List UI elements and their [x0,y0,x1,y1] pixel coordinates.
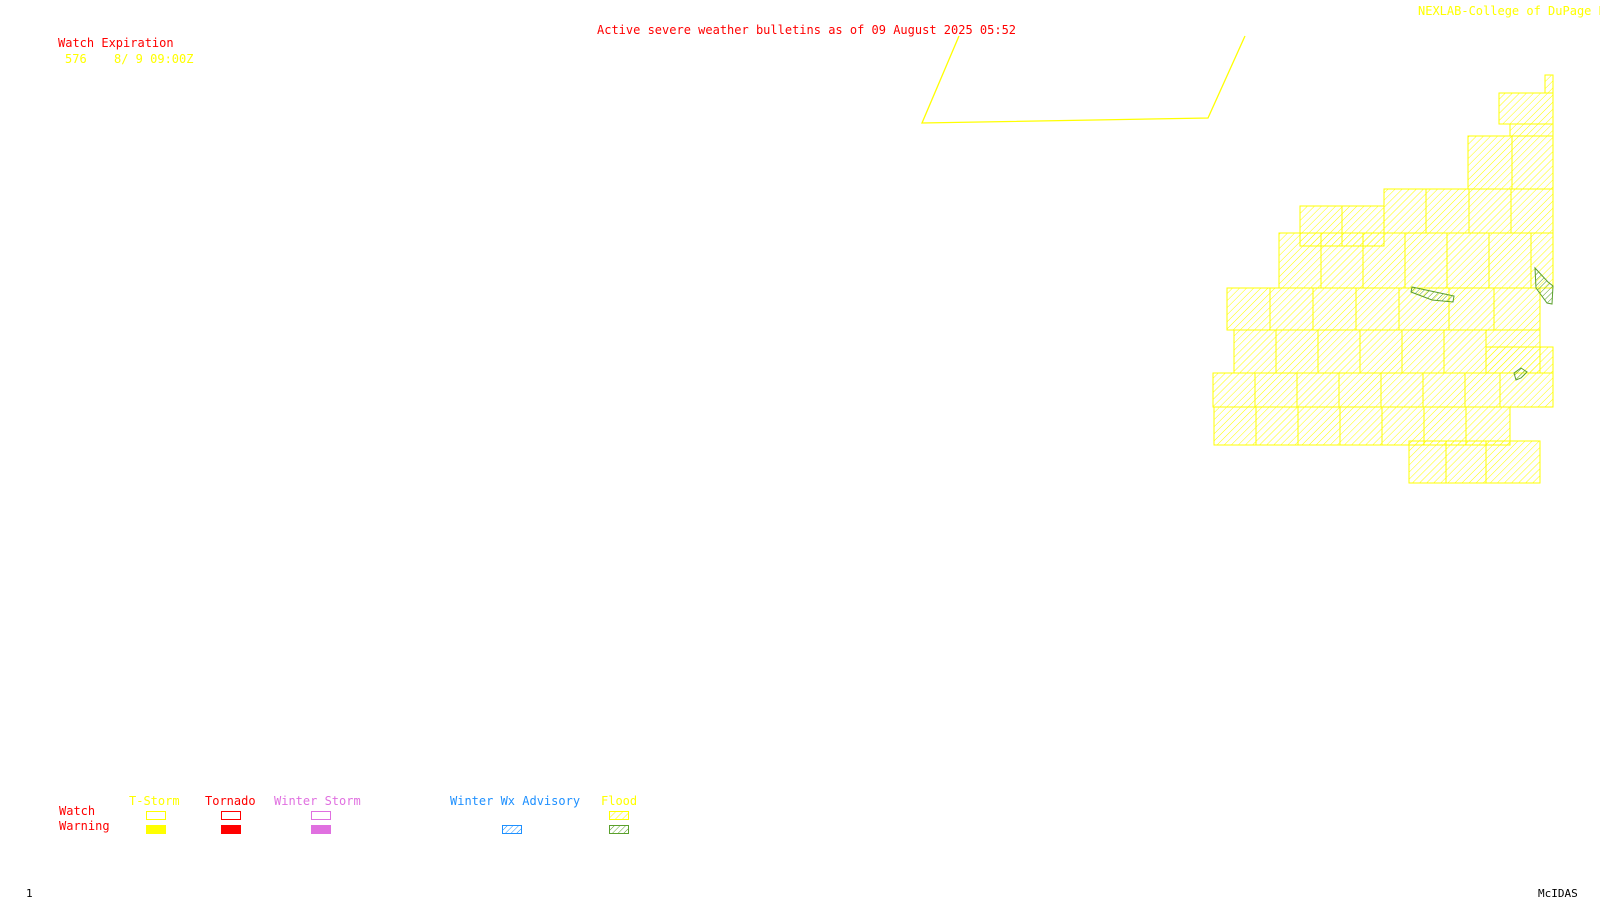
county-polygon [1511,135,1554,190]
county-polygon [1544,74,1554,94]
county-polygon [1467,135,1513,190]
county-polygon [1446,232,1490,289]
county-polygon [1312,287,1357,331]
flood-watch-area [1212,74,1554,484]
county-polygon [1338,372,1382,408]
frame-number: 1 [26,887,33,900]
county-polygon [1383,188,1427,234]
county-polygon [1213,406,1257,446]
legend-flood-watch-swatch [609,811,629,820]
legend-tstorm-label: T-Storm [129,794,180,808]
credit-label: NEXLAB-College of DuPage R [1418,4,1600,18]
legend-tstorm-warning-swatch [146,825,166,834]
legend-winter-storm-watch-swatch [311,811,331,820]
watch-576-outline [921,35,1246,124]
county-polygon [1485,440,1541,484]
county-polygon [1212,372,1256,408]
county-polygon [1297,406,1341,446]
county-polygon [1278,232,1322,289]
county-polygon [1359,329,1403,374]
county-polygon [1233,329,1277,374]
county-polygon [1468,188,1512,234]
legend-tornado-label: Tornado [205,794,256,808]
county-polygon [1339,406,1383,446]
county-polygon [1443,329,1487,374]
legend-tornado-warning-swatch [221,825,241,834]
county-polygon [1408,440,1447,484]
county-polygon [1493,287,1541,331]
county-polygon [1355,287,1400,331]
county-polygon [1498,92,1554,125]
county-polygon [1423,406,1467,446]
county-polygon [1254,372,1298,408]
legend-tornado-watch-swatch [221,811,241,820]
watch-number: 576 [65,52,87,66]
county-polygon [1404,232,1448,289]
county-polygon [1488,232,1532,289]
county-polygon [1425,188,1470,234]
county-polygon [1499,372,1554,408]
flood-warning-polygon [1534,266,1554,305]
legend-winter-advisory-label: Winter Wx Advisory [450,794,581,808]
county-polygon [1226,287,1271,331]
legend-winter-storm-label: Winter Storm [274,794,361,808]
county-polygon [1275,329,1319,374]
county-polygon [1422,372,1466,408]
county-polygon [1362,232,1406,289]
county-polygon [1381,406,1425,446]
county-polygon [1296,372,1340,408]
county-polygon [1464,372,1501,408]
county-polygon [1255,406,1299,446]
legend-flood-warning-swatch [609,825,629,834]
legend-watch-label: Watch [59,804,96,818]
county-polygon [1317,329,1361,374]
county-polygon [1401,329,1445,374]
legend-tstorm-watch-swatch [146,811,166,820]
watch-expiration-heading: Watch Expiration [58,36,174,50]
legend-warning-label: Warning [59,819,110,833]
county-polygon [1465,406,1511,446]
county-polygon [1269,287,1314,331]
county-polygon [1448,287,1495,331]
legend-flood-label: Flood [601,794,638,808]
watch-expiry-time: 8/ 9 09:00Z [114,52,194,66]
county-polygon [1510,188,1554,234]
county-polygon [1320,232,1364,289]
bulletin-title: Active severe weather bulletins as of 09… [597,23,1017,37]
flood-warning-polygon [1410,286,1455,303]
county-polygon [1445,440,1487,484]
county-polygon [1380,372,1424,408]
software-label: McIDAS [1538,887,1578,900]
legend-winter-advisory-swatch [502,825,522,834]
legend-winter-storm-warning-swatch [311,825,331,834]
county-polygon [1509,123,1554,137]
flood-warning-areas [1410,266,1554,381]
flood-warning-polygon [1513,367,1528,381]
